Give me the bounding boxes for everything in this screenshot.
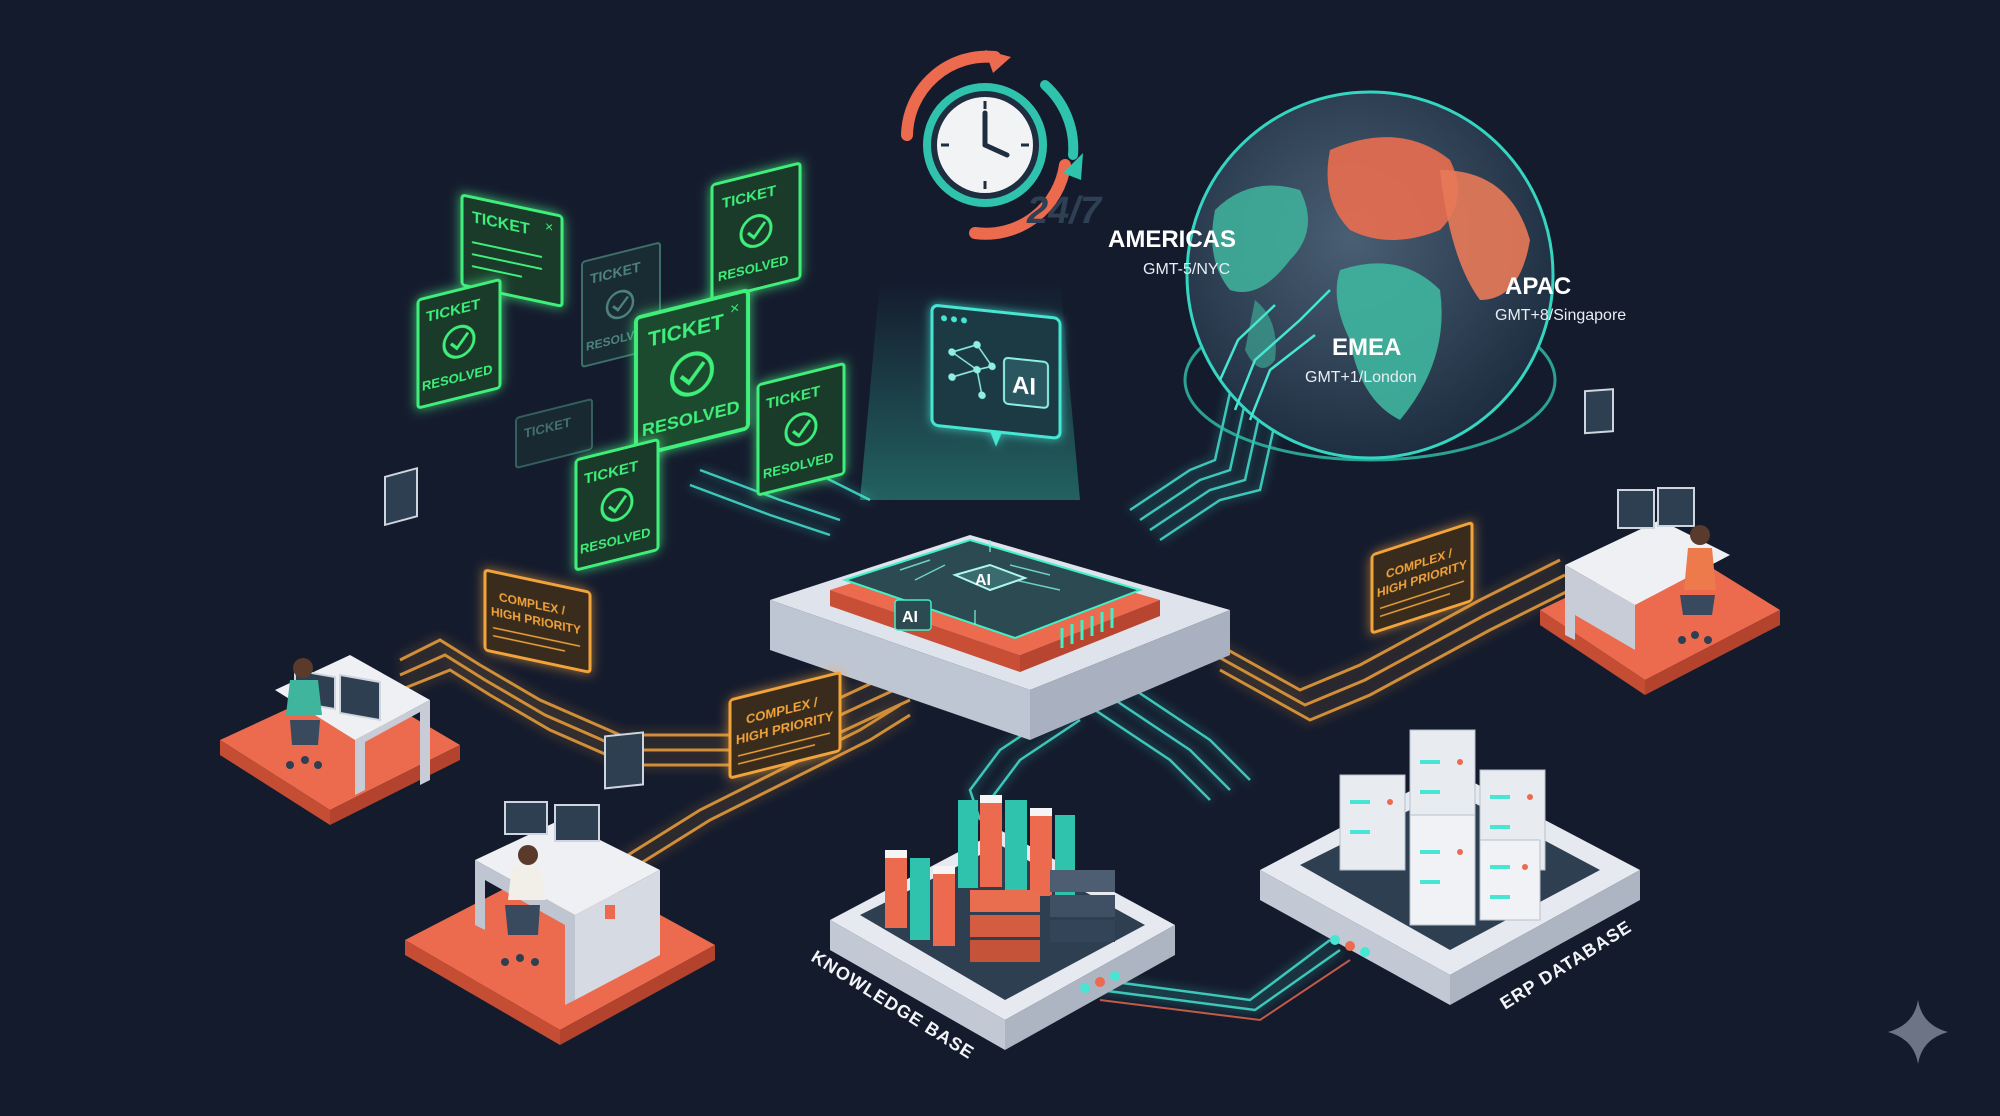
- knowledge-base: KNOWLEDGE BASE: [808, 795, 1175, 1063]
- ticket-cluster: TICKET × TICKET RESOLVED TICKET RESOLVED…: [416, 162, 846, 571]
- checkmark-icon: [739, 214, 773, 249]
- escalation-box-right: COMPLEX / HIGH PRIORITY: [1370, 521, 1474, 634]
- globe-group: AMERICAS GMT-5/NYC EMEA GMT+1/London APA…: [1108, 90, 1626, 462]
- region-zone-americas: GMT-5/NYC: [1143, 261, 1230, 278]
- ai-badge: [894, 599, 932, 631]
- checkmark-icon: [600, 487, 634, 522]
- agent-desk-icon: [1565, 520, 1730, 605]
- region-name-apac: APAC: [1505, 273, 1571, 300]
- server-icon: [970, 870, 1115, 962]
- ai-badge-label: AI: [902, 609, 918, 626]
- ticket-card: TICKET RESOLVED: [710, 162, 802, 301]
- ai-chip-label: AI: [975, 572, 991, 589]
- checkmark-icon: [442, 324, 476, 359]
- region-name-emea: EMEA: [1332, 334, 1401, 361]
- ticket-card: TICKET RESOLVED: [574, 438, 660, 571]
- ai-hologram-panel: AI: [930, 304, 1062, 447]
- ticket-card-faded: TICKET: [515, 398, 593, 469]
- agent-workstation-bottom: [405, 731, 715, 1045]
- ticket-card-primary: TICKET × RESOLVED: [634, 288, 750, 458]
- sparkle-icon: [1888, 1000, 1948, 1064]
- erp-database: ERP DATABASE: [1260, 729, 1640, 1013]
- checkmark-icon: [784, 412, 818, 447]
- checkmark-icon: [670, 351, 714, 397]
- clock-group: 24/7: [901, 50, 1103, 240]
- refresh-arrows-icon: [901, 50, 1001, 141]
- ticket-card: TICKET ×: [460, 194, 564, 308]
- close-icon: ×: [730, 298, 739, 318]
- ticket-card: TICKET RESOLVED: [756, 362, 846, 496]
- agent-desk-icon: [475, 820, 660, 915]
- escalation-box-left: COMPLEX / HIGH PRIORITY: [483, 569, 592, 674]
- agent-workstation-left: [220, 466, 460, 825]
- region-zone-emea: GMT+1/London: [1305, 369, 1417, 386]
- neural-network-icon: [948, 340, 996, 400]
- region-name-americas: AMERICAS: [1108, 226, 1236, 253]
- region-zone-apac: GMT+8/Singapore: [1495, 307, 1626, 324]
- escalation-lines-right: [1209, 558, 1571, 722]
- ai-panel-label: AI: [1012, 371, 1036, 400]
- close-icon: ×: [545, 218, 553, 236]
- ticket-card: TICKET RESOLVED: [416, 278, 502, 409]
- ai-hub: AI AI AI: [770, 280, 1230, 740]
- data-flow-lines-bottom: [1099, 959, 1351, 1022]
- server-icon: [1339, 729, 1546, 926]
- agent-workstation-right: [1540, 388, 1780, 695]
- escalation-box-center: COMPLEX / HIGH PRIORITY: [728, 671, 842, 779]
- availability-label: 24/7: [1026, 190, 1103, 232]
